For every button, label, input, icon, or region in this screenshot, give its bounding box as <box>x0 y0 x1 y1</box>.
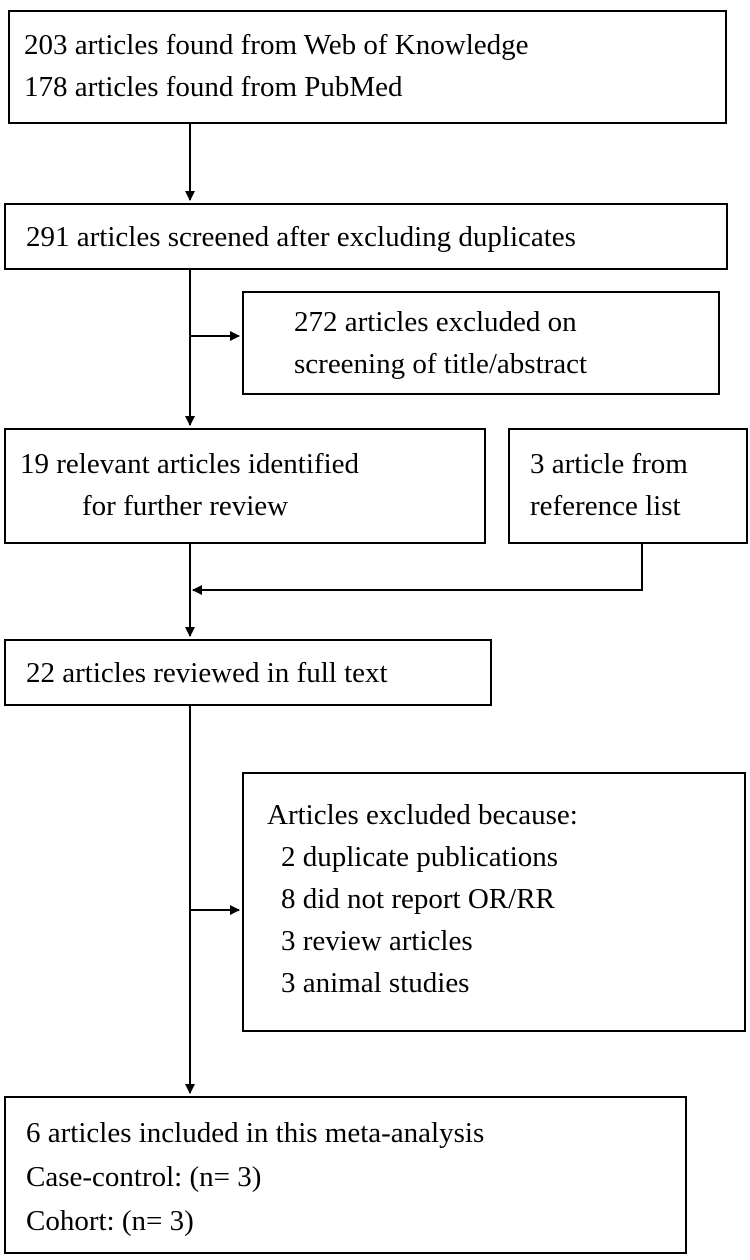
excluded-screening-box: 272 articles excluded on screening of ti… <box>242 291 720 395</box>
full-text-review-box: 22 articles reviewed in full text <box>4 639 492 706</box>
relevant-line-2: for further review <box>82 490 289 522</box>
included-line-case-control: Case-control: (n= 3) <box>26 1161 262 1193</box>
relevant-articles-box: 19 relevant articles identified for furt… <box>4 428 486 544</box>
excluded-reason-duplicates: 2 duplicate publications <box>281 841 559 873</box>
search-line-pubmed: 178 articles found from PubMed <box>24 71 403 103</box>
excluded-screening-line-2: screening of title/abstract <box>294 348 588 380</box>
included-line-cohort: Cohort: (n= 3) <box>26 1205 194 1237</box>
full-text-line: 22 articles reviewed in full text <box>26 657 388 689</box>
reference-list-box: 3 article from reference list <box>508 428 748 544</box>
search-results-box: 203 articles found from Web of Knowledge… <box>8 10 727 124</box>
included-articles-box: 6 articles included in this meta-analysi… <box>4 1096 687 1254</box>
search-line-wok: 203 articles found from Web of Knowledge <box>24 29 529 61</box>
relevant-line-1: 19 relevant articles identified <box>20 448 359 480</box>
arrow-reference-merge <box>192 544 643 595</box>
excluded-reason-animal: 3 animal studies <box>281 967 470 999</box>
screened-line: 291 articles screened after excluding du… <box>26 221 576 253</box>
included-line-total: 6 articles included in this meta-analysi… <box>26 1117 485 1149</box>
excluded-full-heading: Articles excluded because: <box>267 799 578 831</box>
reference-line-1: 3 article from <box>530 448 688 480</box>
excluded-screening-line-1: 272 articles excluded on <box>294 306 577 338</box>
reference-line-2: reference list <box>530 490 681 522</box>
excluded-reason-no-or-rr: 8 did not report OR/RR <box>281 883 555 915</box>
screened-box: 291 articles screened after excluding du… <box>4 203 728 270</box>
excluded-full-text-box: Articles excluded because: 2 duplicate p… <box>242 772 746 1032</box>
excluded-reason-reviews: 3 review articles <box>281 925 473 957</box>
